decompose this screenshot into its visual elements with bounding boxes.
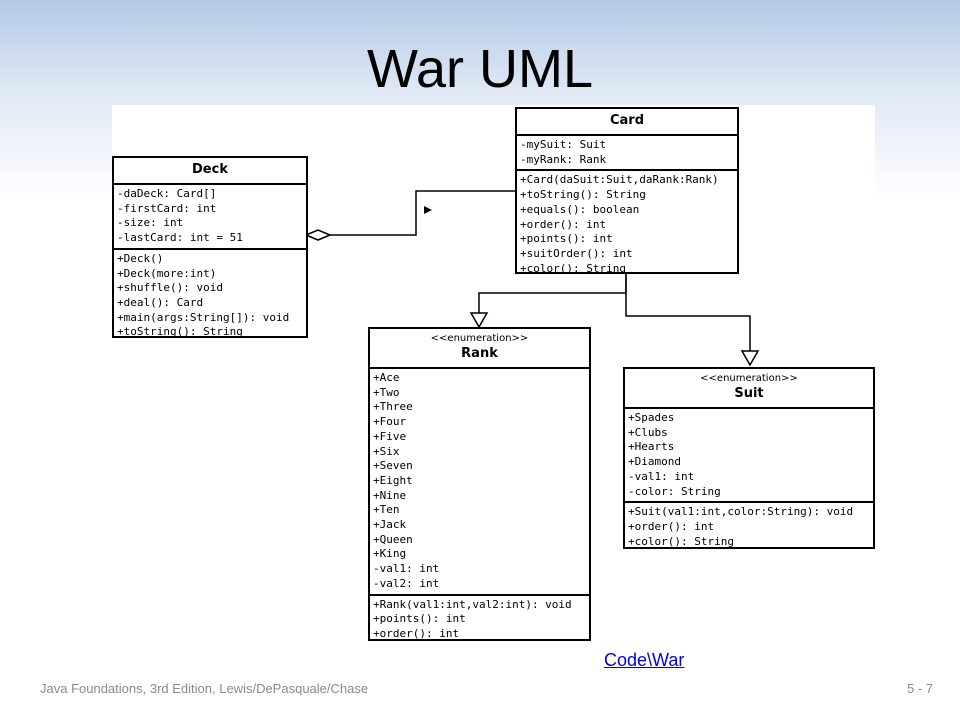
operation: +suitOrder(): int (520, 246, 633, 260)
class-name: Suit (734, 386, 764, 401)
class-rank: <<enumeration>> Rank +Ace +Two +Three +F… (368, 327, 591, 641)
attribute: -size: int (117, 216, 184, 230)
class-deck-header: Deck (114, 158, 306, 185)
attribute: -firstCard: int (117, 201, 217, 215)
operation: +shuffle(): void (117, 281, 223, 295)
operation: +deal(): Card (117, 295, 204, 309)
aggregation-diamond (304, 229, 332, 241)
operation: +toString(): String (520, 188, 646, 202)
enum-literal: +Spades (628, 411, 675, 424)
class-suit-header: <<enumeration>> Suit (625, 369, 873, 409)
class-card-header: Card (517, 109, 737, 136)
enum-literal: +Diamond (628, 455, 681, 469)
enum-literal: +Three (373, 400, 413, 414)
class-name: Card (609, 113, 645, 128)
slide-title: War UML (367, 39, 593, 99)
class-card-attributes: -mySuit: Suit -myRank: Rank (517, 136, 737, 172)
attribute: -color: String (628, 484, 721, 498)
class-card: Card -mySuit: Suit -myRank: Rank +Card(d… (515, 107, 739, 274)
enum-literal: +Jack (373, 518, 407, 532)
uml-diagram: Deck -daDeck: Card[] -firstCard: int -si… (112, 105, 875, 648)
generalization-connector-suit (625, 274, 751, 351)
enum-literal: +Eight (373, 473, 413, 487)
operation: +points(): int (520, 232, 613, 246)
class-suit-operations: +Suit(val1:int,color:String): void +orde… (625, 503, 873, 548)
attribute: -val1: int (373, 562, 440, 576)
operation: +main(args:String[]): void (117, 310, 290, 324)
operation: +toString(): String (117, 325, 243, 338)
enum-literal: +Nine (373, 488, 407, 502)
class-rank-header: <<enumeration>> Rank (370, 329, 589, 369)
footer-citation: Java Foundations, 3rd Edition, Lewis/DeP… (40, 681, 369, 696)
enum-literal: +Queen (373, 532, 413, 546)
aggregation-connector (330, 190, 515, 236)
operation: +color(): String (520, 261, 626, 274)
generalization-arrowhead-suit (740, 350, 760, 367)
relationship-connectors (304, 190, 760, 367)
generalization-connector-rank (478, 274, 627, 313)
class-name: Deck (192, 162, 228, 177)
class-stereotype: <<enumeration>> (700, 373, 798, 384)
enum-literal: +Clubs (628, 425, 668, 439)
operation: +Card(daSuit:Suit,daRank:Rank) (520, 173, 719, 187)
class-suit: <<enumeration>> Suit +Spades +Clubs +Hea… (623, 367, 875, 549)
class-deck: Deck -daDeck: Card[] -firstCard: int -si… (112, 156, 308, 338)
enum-literal: +Six (373, 444, 400, 458)
attribute: -daDeck: Card[] (117, 187, 217, 200)
operation: +Suit(val1:int,color:String): void (628, 505, 854, 519)
operation: +order(): int (628, 519, 715, 533)
operation: +Deck(more:int) (117, 266, 217, 280)
generalization-arrowhead-rank (469, 312, 489, 329)
class-rank-operations: +Rank(val1:int,val2:int): void +points()… (370, 596, 589, 640)
attribute: -mySuit: Suit (520, 138, 607, 151)
class-card-operations: +Card(daSuit:Suit,daRank:Rank) +toString… (517, 171, 737, 274)
code-folder-link[interactable]: Code\War (604, 650, 685, 670)
enum-literal: +Seven (373, 459, 413, 473)
enum-literal: +Ten (373, 503, 400, 517)
attribute: -val1: int (628, 469, 695, 483)
class-deck-attributes: -daDeck: Card[] -firstCard: int -size: i… (114, 185, 306, 250)
enum-literal: +King (373, 547, 407, 561)
operation: +order(): int (520, 217, 607, 231)
class-stereotype: <<enumeration>> (430, 333, 529, 344)
class-suit-attributes: +Spades +Clubs +Hearts +Diamond -val1: i… (625, 409, 873, 504)
enum-literal: +Two (373, 385, 400, 399)
operation: +equals(): boolean (520, 202, 640, 216)
attribute: -myRank: Rank (520, 152, 607, 166)
class-rank-attributes: +Ace +Two +Three +Four +Five +Six +Seven… (370, 369, 589, 596)
enum-literal: +Five (373, 429, 407, 443)
attribute: -val2: int (373, 576, 440, 590)
class-name: Rank (461, 346, 498, 361)
enum-literal: +Four (373, 415, 407, 429)
operation: +color(): String (628, 534, 734, 548)
operation: +Deck() (117, 251, 164, 265)
navigation-arrowhead (424, 206, 432, 214)
attribute: -lastCard: int = 51 (117, 231, 243, 245)
slide-number: 5 - 7 (906, 681, 933, 696)
enum-literal: +Ace (373, 371, 400, 384)
operation: +points(): int (373, 612, 466, 626)
class-deck-operations: +Deck() +Deck(more:int) +shuffle(): void… (114, 250, 306, 338)
enum-literal: +Hearts (628, 440, 675, 454)
operation: +order(): int (373, 626, 460, 640)
operation: +Rank(val1:int,val2:int): void (373, 597, 572, 611)
